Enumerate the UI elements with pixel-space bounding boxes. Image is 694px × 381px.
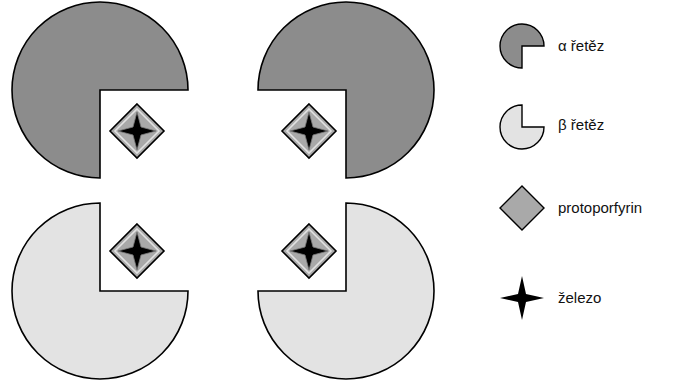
- alpha-icon: [500, 24, 544, 68]
- legend-label: protoporfyrin: [558, 199, 642, 217]
- beta-chain: [258, 203, 434, 379]
- beta-chain: [12, 203, 188, 379]
- alpha-chain: [12, 2, 188, 178]
- alpha-chain: [258, 2, 434, 178]
- legend-label: železo: [558, 289, 601, 307]
- heme-group: [110, 104, 164, 158]
- heme-group: [282, 224, 336, 278]
- legend-label: β řetěz: [558, 116, 604, 134]
- heme-group: [110, 224, 164, 278]
- iron-icon: [500, 276, 544, 320]
- legend-label: α řetěz: [558, 37, 604, 55]
- protoporphyrin-icon: [500, 186, 544, 230]
- heme-group: [282, 104, 336, 158]
- beta-icon: [500, 105, 544, 149]
